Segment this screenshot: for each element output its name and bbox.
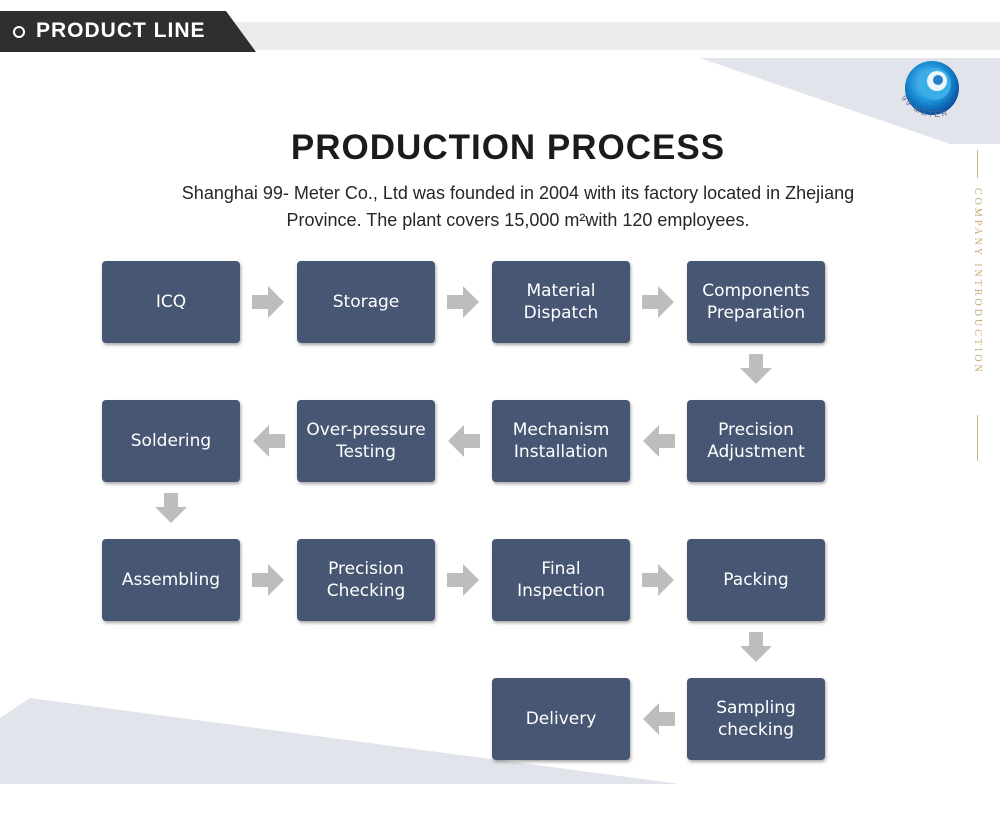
step-soldering: Soldering	[102, 400, 240, 482]
description-line: Province. The plant covers 15,000 m²with…	[286, 210, 750, 230]
description: Shanghai 99- Meter Co., Ltd was founded …	[150, 180, 886, 234]
arrow-down-icon	[740, 354, 772, 384]
arrow-right-icon	[447, 286, 479, 318]
arrow-right-icon	[252, 564, 284, 596]
arrow-right-icon	[252, 286, 284, 318]
arrow-left-icon	[643, 425, 675, 457]
header-title: PRODUCT LINE	[36, 19, 206, 42]
arrow-left-icon	[448, 425, 480, 457]
step-packing: Packing	[687, 539, 825, 621]
step-over-pressure-testing: Over-pressure Testing	[297, 400, 435, 482]
step-precision-checking: Precision Checking	[297, 539, 435, 621]
step-storage: Storage	[297, 261, 435, 343]
svg-text:99 METER: 99 METER	[899, 94, 950, 119]
step-final-inspection: Final Inspection	[492, 539, 630, 621]
side-label: COMPANY INTRODUCTION	[972, 188, 983, 375]
arrow-right-icon	[642, 564, 674, 596]
step-mechanism-installation: Mechanism Installation	[492, 400, 630, 482]
arrow-left-icon	[253, 425, 285, 457]
company-logo: 99 METER	[895, 58, 967, 130]
arrow-down-icon	[155, 493, 187, 523]
arrow-down-icon	[740, 632, 772, 662]
page-title: PRODUCTION PROCESS	[290, 128, 726, 167]
logo-text: 99 METER	[899, 94, 948, 119]
arrow-right-icon	[447, 564, 479, 596]
step-icq: ICQ	[102, 261, 240, 343]
circle-icon	[13, 26, 25, 38]
step-precision-adjustment: Precision Adjustment	[687, 400, 825, 482]
side-divider	[977, 150, 978, 178]
description-line: Shanghai 99- Meter Co., Ltd was founded …	[181, 183, 855, 203]
arrow-left-icon	[643, 703, 675, 735]
header-tab	[0, 11, 256, 52]
arrow-right-icon	[642, 286, 674, 318]
step-sampling-checking: Sampling checking	[687, 678, 825, 760]
step-material-dispatch: Material Dispatch	[492, 261, 630, 343]
step-assembling: Assembling	[102, 539, 240, 621]
side-divider	[977, 415, 978, 461]
step-components-preparation: Components Preparation	[687, 261, 825, 343]
step-delivery: Delivery	[492, 678, 630, 760]
